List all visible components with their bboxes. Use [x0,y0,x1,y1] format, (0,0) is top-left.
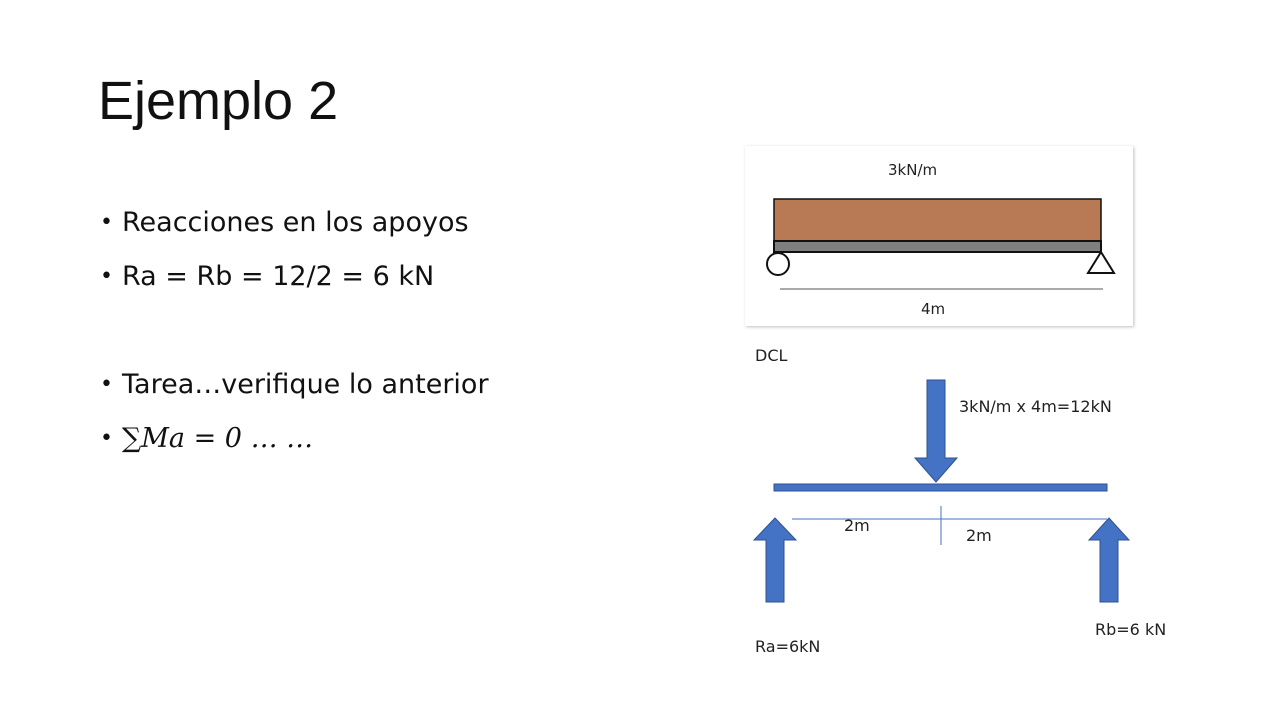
slide-title: Ejemplo 2 [98,71,339,131]
resultant-load-arrow [913,379,959,483]
bullet-reaction-values: Ra = Rb = 12/2 = 6 kN [100,250,720,304]
bullet-homework: Tarea…verifique lo anterior [100,358,720,412]
left-reaction-label: Ra=6kN [755,637,821,656]
roller-support-icon [766,252,790,276]
right-reaction-label: Rb=6 kN [1095,620,1167,639]
right-reaction-arrow [1087,517,1131,603]
pin-support-icon [1086,250,1116,274]
bullet-reactions: Reacciones en los apoyos [100,196,720,250]
dcl-heading: DCL [755,346,788,365]
beam-bar [773,240,1102,253]
left-reaction-arrow [752,517,798,603]
resultant-load-label: 3kN/m x 4m=12kN [959,397,1112,416]
left-distance-label: 2m [844,516,870,535]
bullet-moment-equation: ∑𝑀𝑎 = 0 … … [100,412,720,466]
dcl-beam-line [773,483,1108,492]
load-intensity-label: 3kN/m [888,161,938,179]
bullet-list: Reacciones en los apoyos Ra = Rb = 12/2 … [100,196,720,466]
right-distance-label: 2m [966,526,992,545]
span-length-label: 4m [921,300,946,318]
distributed-load-block [773,198,1102,242]
